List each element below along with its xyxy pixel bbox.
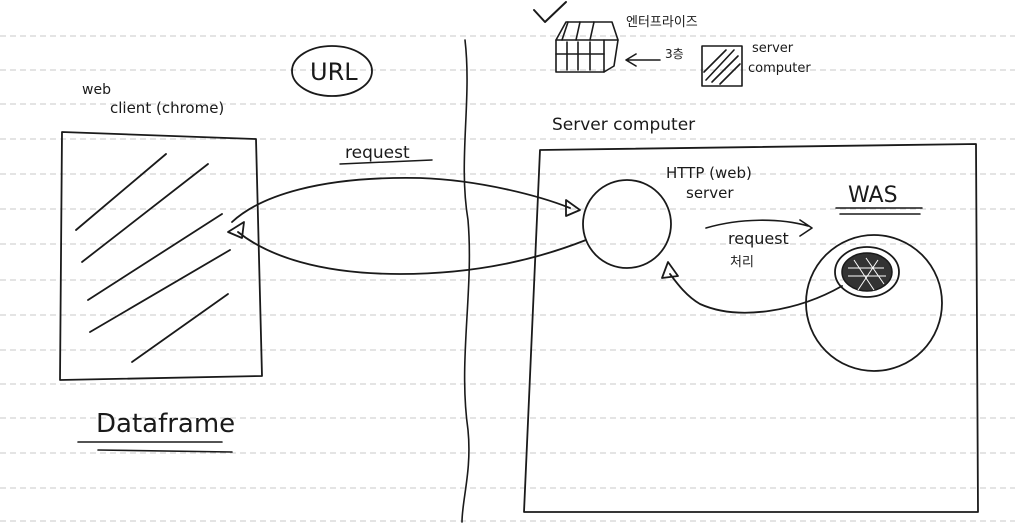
dataframe-underline bbox=[77, 441, 233, 453]
response-arrow-head bbox=[227, 221, 245, 239]
checkmark-icon bbox=[533, 1, 567, 23]
network-divider bbox=[461, 39, 471, 523]
request-arrow-head bbox=[565, 199, 581, 217]
server-small-label: server bbox=[752, 41, 794, 56]
processing-label: 처리 bbox=[730, 255, 754, 270]
computer-small-label: computer bbox=[748, 61, 811, 76]
was-label: WAS bbox=[848, 183, 898, 208]
server-computer-box bbox=[523, 143, 979, 513]
web-label: web bbox=[82, 82, 111, 98]
client-window bbox=[59, 131, 263, 381]
scribbled-core-icon bbox=[834, 246, 900, 298]
building-pointer-arrow bbox=[625, 53, 661, 67]
server-computer-title: Server computer bbox=[552, 115, 695, 135]
response-arrow-line bbox=[237, 231, 587, 275]
dataframe-label: Dataframe bbox=[96, 409, 235, 439]
building-label: 엔터프라이즈 bbox=[626, 15, 698, 30]
http-server-circle bbox=[582, 179, 672, 269]
request-inner-label: request bbox=[728, 229, 789, 248]
client-label: client (chrome) bbox=[110, 99, 224, 117]
was-underline bbox=[835, 207, 923, 215]
floor-label: 3층 bbox=[665, 47, 684, 61]
request-top-underline bbox=[339, 159, 433, 165]
server-box-icon bbox=[701, 45, 743, 87]
building-icon bbox=[555, 21, 619, 73]
request-inner-arrow bbox=[705, 219, 813, 237]
was-return-arrow-head bbox=[661, 261, 679, 279]
request-arrow-line bbox=[231, 176, 571, 223]
url-label: URL bbox=[310, 58, 358, 86]
was-return-arrow-line bbox=[669, 273, 843, 314]
http-label-line1: HTTP (web) bbox=[666, 164, 752, 182]
http-label-line2: server bbox=[686, 184, 734, 202]
url-oval bbox=[291, 45, 373, 97]
request-top-label: request bbox=[345, 143, 410, 163]
